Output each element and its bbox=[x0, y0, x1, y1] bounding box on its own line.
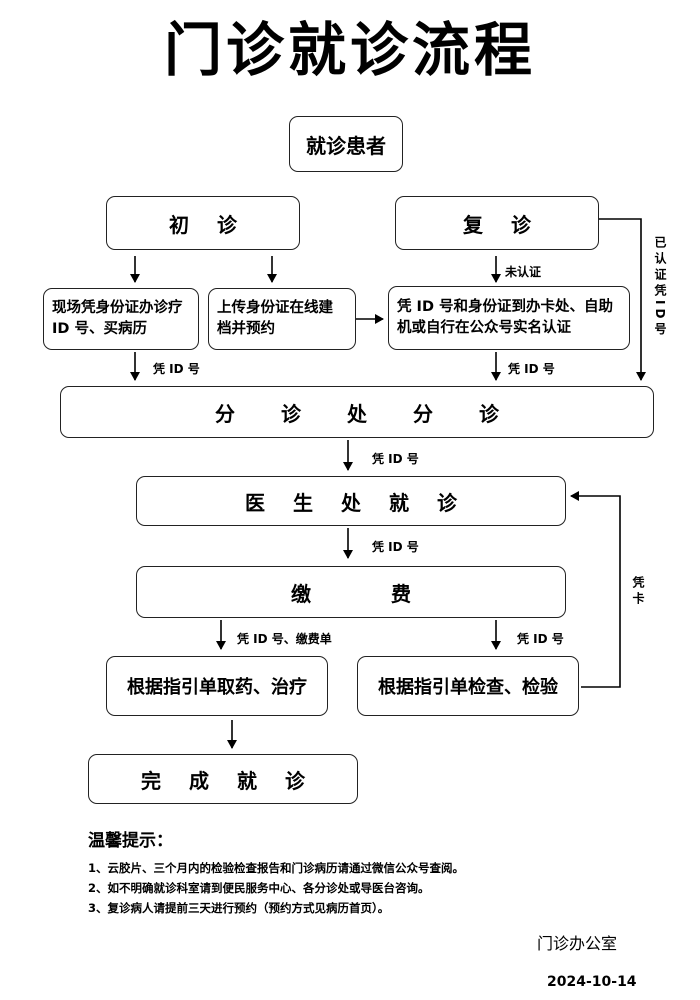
node-payment: 缴费 bbox=[136, 566, 566, 618]
label-by-id-3: 凭 ID 号 bbox=[372, 452, 419, 466]
node-realname: 凭 ID 号和身份证到办卡处、自助机或自行在公众号实名认证 bbox=[388, 286, 630, 350]
tip-item-3: 3、复诊病人请提前三天进行预约（预约方式见病历首页）。 bbox=[88, 901, 390, 915]
node-medicine: 根据指引单取药、治疗 bbox=[106, 656, 328, 716]
node-onsite-card: 现场凭身份证办诊疗 ID 号、买病历 bbox=[43, 288, 199, 350]
tip-item-1: 1、云胶片、三个月内的检验检查报告和门诊病历请通过微信公众号查阅。 bbox=[88, 861, 464, 875]
tips-heading: 温馨提示： bbox=[88, 831, 173, 851]
footer-office: 门诊办公室 bbox=[537, 934, 618, 953]
node-exam: 根据指引单检查、检验 bbox=[357, 656, 579, 716]
arrow-return-verified-to-triage bbox=[598, 218, 646, 381]
label-by-id-bill: 凭 ID 号、缴费单 bbox=[237, 632, 332, 646]
node-triage: 分诊处分诊 bbox=[60, 386, 654, 438]
node-doctor: 医生处就诊 bbox=[136, 476, 566, 526]
page-title: 门诊就诊流程 bbox=[163, 16, 536, 84]
node-first-visit: 初诊 bbox=[106, 196, 300, 250]
tip-item-2: 2、如不明确就诊科室请到便民服务中心、各分诊处或导医台咨询。 bbox=[88, 881, 430, 895]
node-online-card: 上传身份证在线建档并预约 bbox=[208, 288, 356, 350]
label-by-id-4: 凭 ID 号 bbox=[372, 540, 419, 554]
label-not-verified: 未认证 bbox=[505, 265, 542, 279]
label-verified: 已认证凭ID号 bbox=[653, 236, 667, 339]
label-by-id-exam: 凭 ID 号 bbox=[517, 632, 564, 646]
node-patient: 就诊患者 bbox=[289, 116, 403, 172]
arrow-exam-back-to-doctor bbox=[570, 491, 621, 688]
label-by-id-1: 凭 ID 号 bbox=[153, 362, 200, 376]
node-return-visit: 复诊 bbox=[395, 196, 599, 250]
label-by-card: 凭卡 bbox=[631, 576, 645, 608]
label-by-id-2: 凭 ID 号 bbox=[508, 362, 555, 376]
node-finish: 完成就诊 bbox=[88, 754, 358, 804]
footer-date: 2024-10-14 bbox=[547, 974, 637, 990]
